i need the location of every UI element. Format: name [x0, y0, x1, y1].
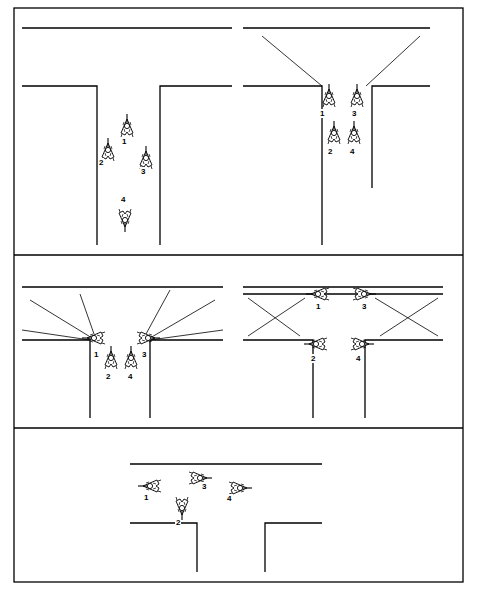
callout-number: 4 [349, 147, 355, 156]
callout-number: 4 [355, 354, 361, 363]
callout-number: 1 [319, 109, 325, 118]
callout-number: 2 [105, 372, 111, 381]
callout-number: 1 [143, 493, 149, 502]
callout-number: 2 [98, 158, 104, 167]
street-walls [243, 28, 430, 245]
callout-number: 2 [175, 518, 181, 527]
sector-lines [248, 298, 438, 336]
sector-lines [262, 36, 420, 86]
callout-number: 3 [201, 482, 207, 491]
street-walls [22, 28, 232, 245]
divider [14, 427, 463, 428]
callout-number: 2 [310, 354, 316, 363]
street-walls [243, 287, 443, 418]
street-walls [22, 287, 223, 418]
callout-number: 3 [141, 350, 147, 359]
callout-number: 4 [127, 372, 133, 381]
callout-number: 4 [226, 494, 232, 503]
callout-number: 2 [327, 147, 333, 156]
callout-number: 3 [361, 302, 367, 311]
callout-number: 1 [121, 137, 127, 146]
frame [14, 8, 463, 582]
callout-number: 1 [315, 302, 321, 311]
callout-number: 1 [93, 350, 99, 359]
street-walls [130, 464, 322, 572]
divider [14, 254, 463, 255]
callout-number: 3 [351, 109, 357, 118]
sector-lines [22, 290, 223, 340]
callout-number: 3 [140, 167, 146, 176]
callout-number: 4 [120, 195, 126, 204]
